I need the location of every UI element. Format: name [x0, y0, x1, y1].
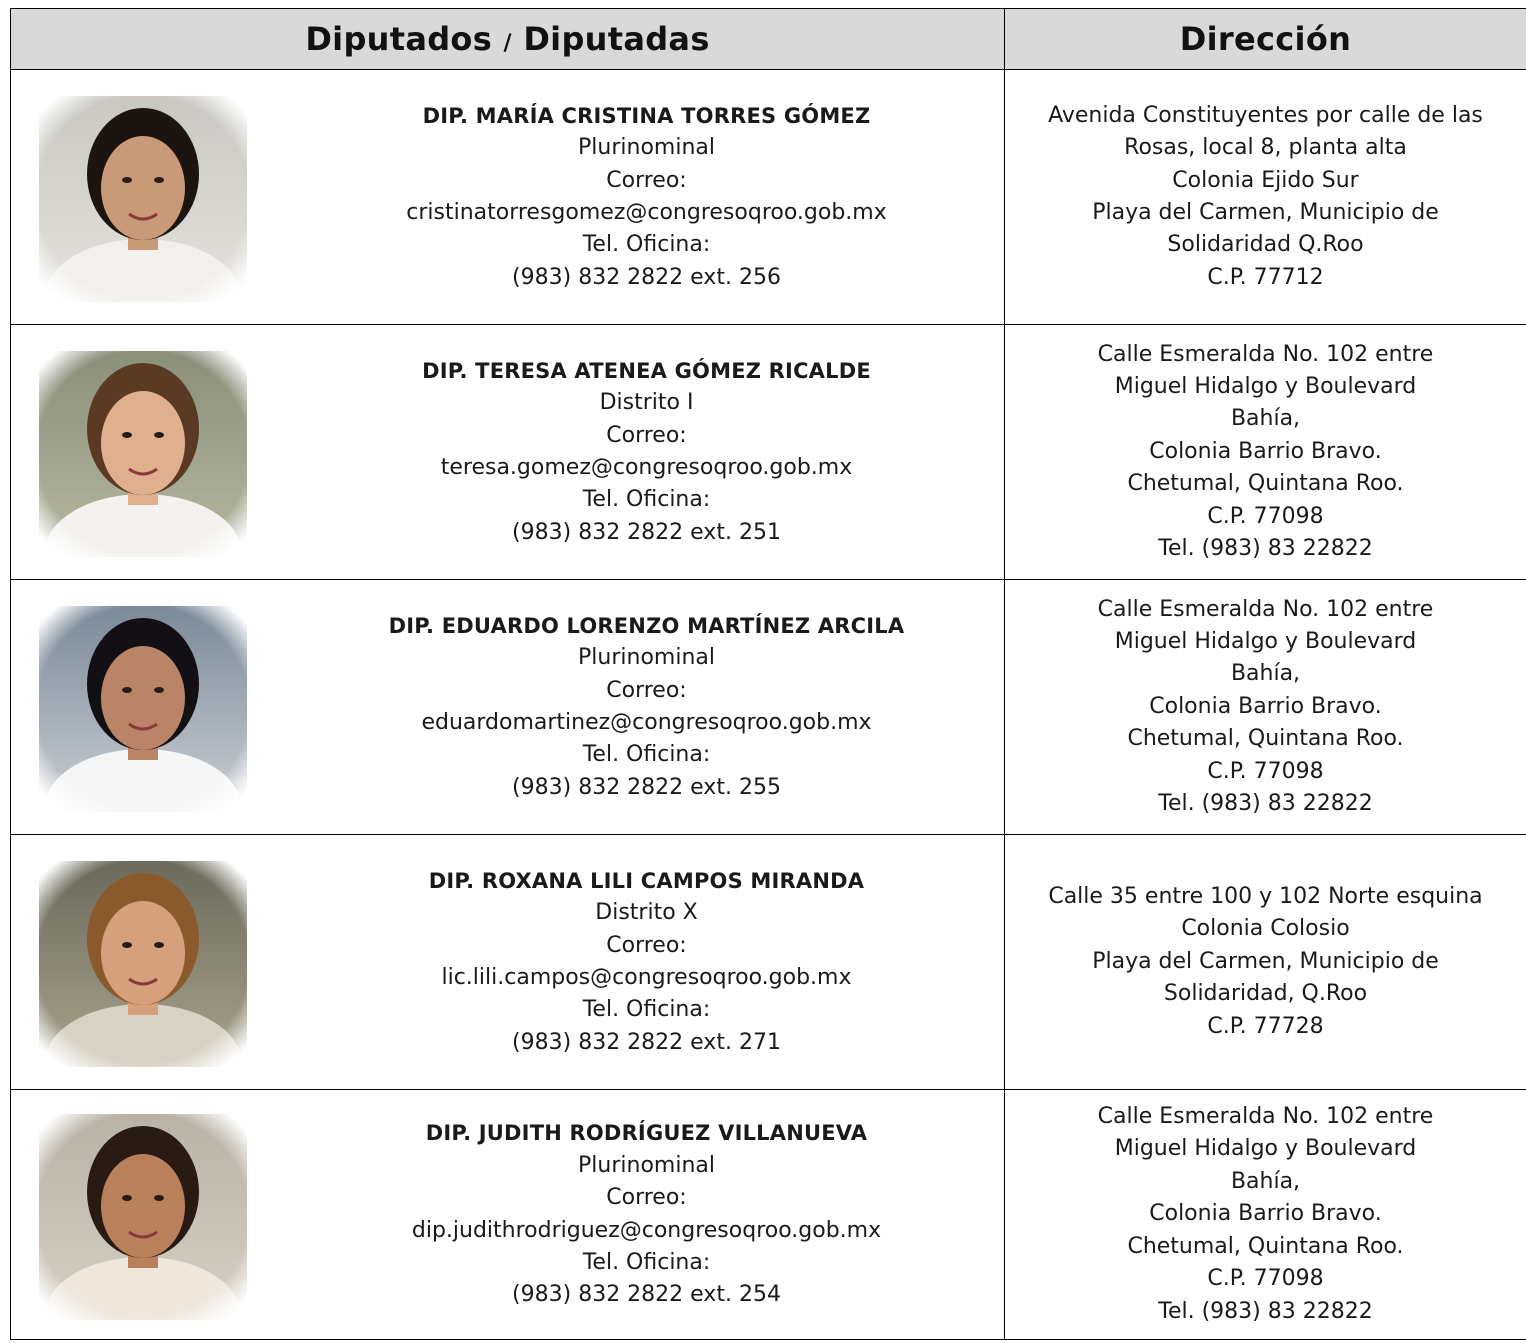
deputy-photo: [33, 92, 253, 302]
address-line: Bahía,: [1230, 1168, 1301, 1194]
address-line: Chetumal, Quintana Roo.: [1127, 1233, 1404, 1259]
address-line: Calle 35 entre 100 y 102 Norte esquina: [1048, 883, 1483, 909]
deputy-email[interactable]: teresa.gomez@congresoqroo.gob.mx: [440, 455, 853, 480]
deputy-photo: [33, 602, 253, 812]
deputy-info: DIP. EDUARDO LORENZO MARTÍNEZ ARCILA Plu…: [11, 610, 1004, 804]
header-deputies: Diputados / Diputadas: [10, 8, 1005, 70]
table-row: DIP. TERESA ATENEA GÓMEZ RICALDE Distrit…: [10, 324, 1526, 580]
phone-label: Tel. Oficina:: [582, 232, 711, 258]
address-line: Colonia Barrio Bravo.: [1149, 1201, 1382, 1227]
deputy-name: DIP. ROXANA LILI CAMPOS MIRANDA: [428, 868, 865, 893]
email-label: Correo:: [606, 932, 687, 958]
deputy-photo: [33, 347, 253, 557]
address-line: Miguel Hidalgo y Boulevard: [1114, 628, 1417, 654]
deputy-phone: (983) 832 2822 ext. 255: [512, 774, 781, 800]
header-deputies-masc: Diputados: [305, 20, 493, 58]
email-label: Correo:: [606, 1185, 687, 1211]
deputy-district: Plurinominal: [578, 1152, 715, 1178]
address-line: Tel. (983) 83 22822: [1158, 791, 1373, 817]
deputy-cell: DIP. JUDITH RODRÍGUEZ VILLANUEVA Plurino…: [10, 1089, 1005, 1340]
deputy-photo: [33, 857, 253, 1067]
deputy-cell: DIP. EDUARDO LORENZO MARTÍNEZ ARCILA Plu…: [10, 579, 1005, 835]
deputy-info: DIP. TERESA ATENEA GÓMEZ RICALDE Distrit…: [11, 355, 1004, 549]
deputy-name: DIP. TERESA ATENEA GÓMEZ RICALDE: [422, 358, 871, 383]
address-line: Calle Esmeralda No. 102 entre: [1097, 341, 1434, 367]
deputy-cell: DIP. TERESA ATENEA GÓMEZ RICALDE Distrit…: [10, 324, 1005, 580]
address-line: C.P. 77712: [1207, 264, 1324, 290]
deputy-phone: (983) 832 2822 ext. 251: [512, 519, 781, 545]
address-line: Solidaridad, Q.Roo: [1163, 981, 1368, 1007]
header-address: Dirección: [1004, 8, 1526, 70]
address-line: Tel. (983) 83 22822: [1158, 1298, 1373, 1324]
address-line: Avenida Constituyentes por calle de las: [1048, 102, 1483, 128]
email-label: Correo:: [606, 167, 687, 193]
address-line: Rosas, local 8, planta alta: [1124, 135, 1407, 161]
deputy-info: DIP. JUDITH RODRÍGUEZ VILLANUEVA Plurino…: [11, 1117, 1004, 1311]
deputy-name: DIP. JUDITH RODRÍGUEZ VILLANUEVA: [425, 1121, 868, 1146]
deputy-district: Distrito X: [595, 900, 698, 926]
address-line: Colonia Ejido Sur: [1172, 167, 1359, 193]
deputy-email[interactable]: cristinatorresgomez@congresoqroo.gob.mx: [406, 200, 887, 225]
address-line: Bahía,: [1230, 661, 1301, 687]
deputy-photo: [33, 1109, 253, 1320]
address-line: Miguel Hidalgo y Boulevard: [1114, 1136, 1417, 1162]
address-line: Miguel Hidalgo y Boulevard: [1114, 373, 1417, 399]
address-line: C.P. 77728: [1207, 1013, 1324, 1039]
deputy-info: DIP. MARÍA CRISTINA TORRES GÓMEZ Plurino…: [11, 100, 1004, 294]
deputy-phone: (983) 832 2822 ext. 256: [512, 264, 781, 290]
address-line: Playa del Carmen, Municipio de: [1092, 948, 1439, 974]
deputy-name: DIP. MARÍA CRISTINA TORRES GÓMEZ: [422, 103, 871, 128]
email-label: Correo:: [606, 677, 687, 703]
header-deputies-fem: Diputadas: [523, 20, 710, 58]
address-line: Calle Esmeralda No. 102 entre: [1097, 1104, 1434, 1130]
phone-label: Tel. Oficina:: [582, 997, 711, 1023]
address-line: C.P. 77098: [1207, 503, 1324, 529]
deputies-directory: Diputados / Diputadas Dirección: [10, 8, 1526, 1340]
deputy-email[interactable]: eduardomartinez@congresoqroo.gob.mx: [421, 710, 872, 735]
address-line: Playa del Carmen, Municipio de: [1092, 200, 1439, 225]
table-row: DIP. ROXANA LILI CAMPOS MIRANDA Distrito…: [10, 834, 1526, 1090]
address-line: Solidaridad Q.Roo: [1167, 232, 1364, 258]
address-line: Bahía,: [1230, 406, 1301, 432]
header-slash: /: [503, 31, 512, 56]
deputy-phone: (983) 832 2822 ext. 254: [512, 1282, 781, 1308]
deputy-name: DIP. EDUARDO LORENZO MARTÍNEZ ARCILA: [388, 613, 905, 638]
address-line: Colonia Barrio Bravo.: [1149, 438, 1382, 464]
table-row: DIP. JUDITH RODRÍGUEZ VILLANUEVA Plurino…: [10, 1089, 1526, 1340]
phone-label: Tel. Oficina:: [582, 1249, 711, 1275]
deputy-cell: DIP. ROXANA LILI CAMPOS MIRANDA Distrito…: [10, 834, 1005, 1090]
address-line: C.P. 77098: [1207, 758, 1324, 784]
deputy-district: Plurinominal: [578, 645, 715, 671]
address-line: Calle Esmeralda No. 102 entre: [1097, 596, 1434, 622]
address-line: Chetumal, Quintana Roo.: [1127, 726, 1404, 752]
address-line: Colonia Colosio: [1181, 916, 1350, 942]
phone-label: Tel. Oficina:: [582, 487, 711, 513]
email-label: Correo:: [606, 422, 687, 448]
deputy-email[interactable]: dip.judithrodriguez@congresoqroo.gob.mx: [411, 1217, 882, 1243]
table-header-row: Diputados / Diputadas Dirección: [10, 8, 1526, 70]
deputy-phone: (983) 832 2822 ext. 271: [512, 1029, 781, 1055]
deputy-district: Distrito I: [599, 390, 694, 416]
table-row: DIP. EDUARDO LORENZO MARTÍNEZ ARCILA Plu…: [10, 579, 1526, 835]
address-line: Colonia Barrio Bravo.: [1149, 693, 1382, 719]
phone-label: Tel. Oficina:: [582, 742, 711, 768]
deputies-table: Diputados / Diputadas Dirección: [10, 8, 1526, 1340]
address-line: Chetumal, Quintana Roo.: [1127, 471, 1404, 497]
address-line: Tel. (983) 83 22822: [1158, 536, 1373, 562]
address-line: C.P. 77098: [1207, 1266, 1324, 1292]
table-row: DIP. MARÍA CRISTINA TORRES GÓMEZ Plurino…: [10, 69, 1526, 325]
deputy-email[interactable]: lic.lili.campos@congresoqroo.gob.mx: [441, 965, 852, 990]
deputy-district: Plurinominal: [578, 135, 715, 161]
deputy-cell: DIP. MARÍA CRISTINA TORRES GÓMEZ Plurino…: [10, 69, 1005, 325]
deputy-info: DIP. ROXANA LILI CAMPOS MIRANDA Distrito…: [11, 865, 1004, 1059]
